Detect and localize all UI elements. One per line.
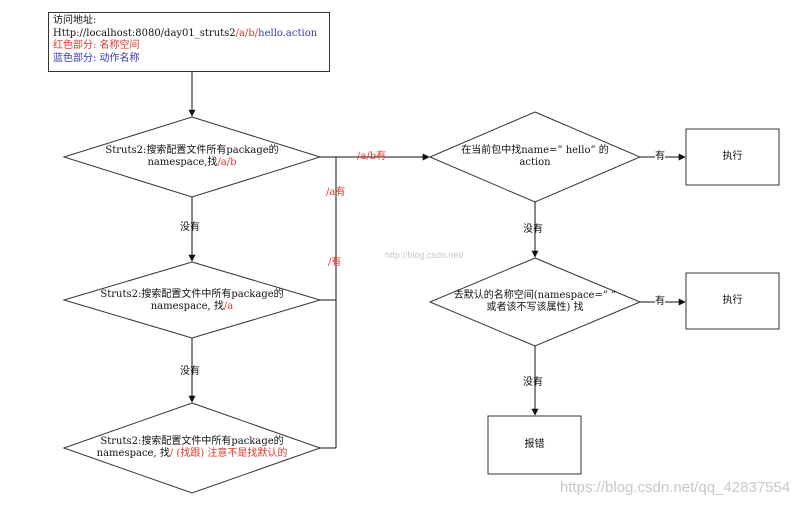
edge-label-has-a: /a有 <box>326 187 346 198</box>
info-url-action: hello.action <box>258 27 318 39</box>
info-red-note: 红色部分: 名称空间 <box>53 40 140 51</box>
edge-label-has-exec1: 有 <box>655 151 665 163</box>
watermark-corner: https://blog.csdn.net/qq_42837554 <box>560 479 791 496</box>
d2-text: Struts2:搜索配置文件中所有package的 namespace, 找/a <box>72 289 312 313</box>
d3-line2: namespace, 找/ (找跟) 注意不是找默认的 <box>72 448 312 460</box>
d4-line2: action <box>519 157 551 168</box>
info-title: 访问地址: <box>53 15 97 26</box>
edge-label-no-3: 没有 <box>523 224 543 235</box>
watermark-center: http://blog.csdn.net/ <box>385 250 464 260</box>
info-url-namespace: /a/b/ <box>235 27 259 39</box>
exec-box-2 <box>685 272 780 330</box>
info-url: Http://localhost:8080/day01_struts2/a/b/… <box>53 28 325 41</box>
decision-diamond-root <box>62 402 322 494</box>
d4-line1: 在当前包中找name=” hello” 的 <box>461 145 609 156</box>
info-url-prefix: Http://localhost:8080/day01_struts2 <box>53 27 236 39</box>
d1-line2-prefix: namespace,找 <box>147 157 218 168</box>
d2-line2: namespace, 找/a <box>72 301 312 313</box>
access-address-box: 访问地址: Http://localhost:8080/day01_struts… <box>48 12 330 72</box>
edge-label-no-1: 没有 <box>180 222 200 233</box>
error-box-label: 报错 <box>524 439 545 450</box>
edge-label-no-2: 没有 <box>180 366 200 377</box>
edge-label-has-exec2: 有 <box>655 296 665 308</box>
d4-text: 在当前包中找name=” hello” 的 action <box>445 145 625 169</box>
edge-label-has-ab: /a/b有 <box>357 151 387 162</box>
d3-line2-prefix: namespace, 找 <box>96 448 170 459</box>
d2-line2-prefix: namespace, 找 <box>150 301 224 312</box>
d5-line1: 去默认的名称空间(namespace=” ” <box>453 290 617 301</box>
exec-box-1-label: 执行 <box>722 151 743 162</box>
d5-text: 去默认的名称空间(namespace=” ” 或者该不写该属性) 找 <box>440 290 630 314</box>
d1-line2: namespace,找/a/b <box>72 157 312 169</box>
exec-box-2-label: 执行 <box>722 295 743 306</box>
d3-line2-red: / (找跟) 注意不是找默认的 <box>169 448 288 459</box>
d1-text: Struts2:搜索配置文件所有package的 namespace,找/a/b <box>72 145 312 169</box>
edge-label-has-root: /有 <box>328 257 342 268</box>
d2-line1: Struts2:搜索配置文件中所有package的 <box>100 289 284 300</box>
error-box <box>487 415 582 475</box>
d3-text: Struts2:搜索配置文件中所有package的 namespace, 找/ … <box>72 436 312 460</box>
exec-box-1 <box>685 128 780 186</box>
d3-line1: Struts2:搜索配置文件中所有package的 <box>100 436 284 447</box>
info-blue-note: 蓝色部分: 动作名称 <box>53 52 140 64</box>
d5-line2: 或者该不写该属性) 找 <box>486 302 584 313</box>
edge-label-no-4: 没有 <box>523 377 543 388</box>
d1-line2-red: /a/b <box>217 157 237 168</box>
d1-line1: Struts2:搜索配置文件所有package的 <box>105 145 279 156</box>
d2-line2-red: /a <box>223 301 234 312</box>
